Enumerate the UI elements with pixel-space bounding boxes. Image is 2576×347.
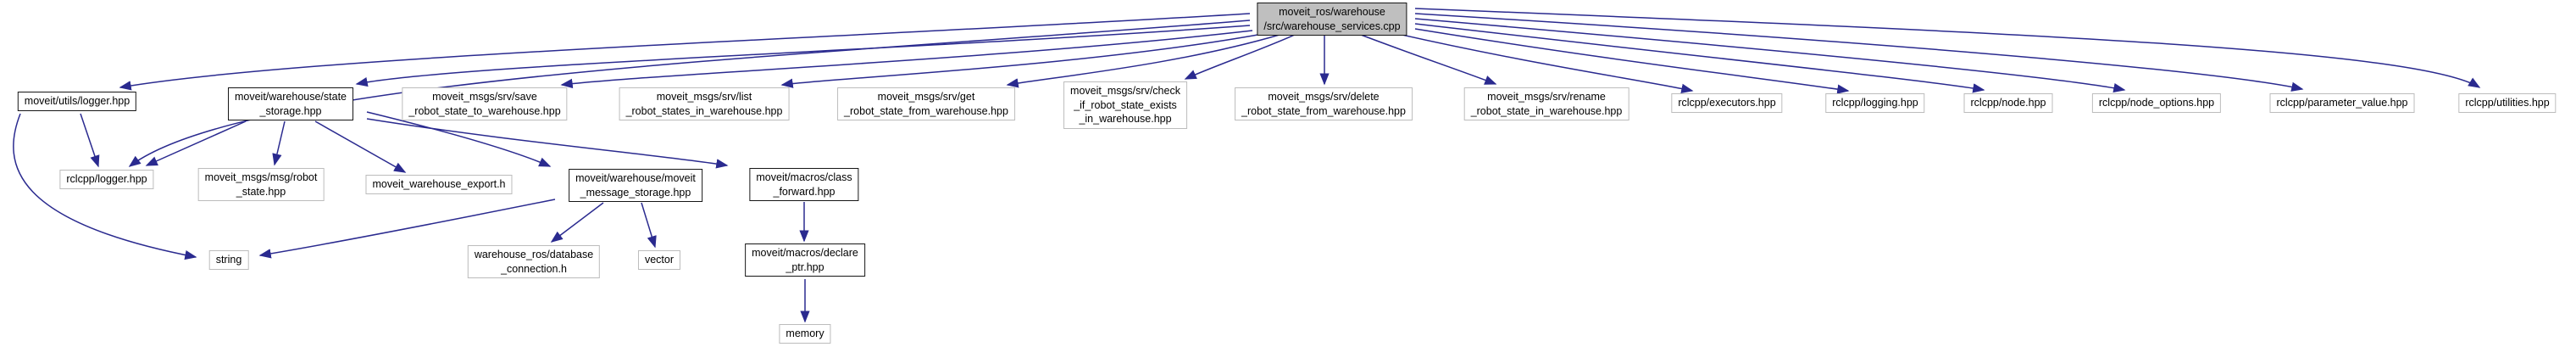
node-moveit-warehouse-state-storage-hpp[interactable]: moveit/warehouse/state _storage.hpp (227, 87, 354, 120)
node-srv-rename-robot-state-in-warehouse-hpp: moveit_msgs/srv/rename _robot_state_in_w… (1463, 87, 1629, 120)
node-moveit-macros-declare-ptr-hpp[interactable]: moveit/macros/declare _ptr.hpp (745, 243, 865, 277)
edge-root-utilities (1414, 8, 2481, 88)
edge-utils-logger-rclcpp-logger (80, 113, 100, 168)
edge-root-parameter-value (1414, 13, 2304, 92)
node-string: string (208, 250, 249, 270)
edge-root-rename (1360, 34, 1497, 85)
edge-state-storage-class-forward (366, 118, 729, 169)
node-msg-robot-state-hpp: moveit_msgs/msg/robot _state.hpp (197, 168, 325, 201)
node-srv-delete-robot-state-from-warehouse-hpp: moveit_msgs/srv/delete _robot_state_from… (1235, 87, 1413, 120)
node-warehouse-ros-database-connection-h: warehouse_ros/database _connection.h (467, 245, 601, 278)
node-srv-check-if-robot-state-exists-in-warehouse-hpp: moveit_msgs/srv/check _if_robot_state_ex… (1063, 81, 1187, 129)
node-moveit-macros-class-forward-hpp[interactable]: moveit/macros/class _forward.hpp (749, 168, 859, 201)
edge-root-check (1184, 34, 1296, 80)
edge-message-storage-vector (641, 202, 657, 249)
node-rclcpp-logging-hpp: rclcpp/logging.hpp (1825, 93, 1925, 113)
node-memory: memory (779, 324, 831, 344)
node-srv-get-robot-state-from-warehouse-hpp: moveit_msgs/srv/get _robot_state_from_wa… (837, 87, 1015, 120)
node-srv-save-robot-state-to-warehouse-hpp: moveit_msgs/srv/save _robot_state_to_war… (402, 87, 568, 120)
node-rclcpp-utilities-hpp: rclcpp/utilities.hpp (2458, 93, 2557, 113)
node-rclcpp-node-options-hpp: rclcpp/node_options.hpp (2091, 93, 2222, 113)
edge-root-utils-logger (119, 13, 1251, 91)
edge-root-node-options (1414, 18, 2126, 93)
node-moveit-warehouse-export-h: moveit_warehouse_export.h (365, 175, 513, 194)
node-rclcpp-executors-hpp: rclcpp/executors.hpp (1671, 93, 1783, 113)
node-moveit-message-storage-hpp[interactable]: moveit/warehouse/moveit _message_storage… (569, 169, 702, 202)
node-warehouse-services-cpp[interactable]: moveit_ros/warehouse /src/warehouse_serv… (1257, 3, 1407, 36)
edge-root-get (1006, 34, 1280, 88)
edge-message-storage-string (258, 199, 556, 259)
edge-root-node (1414, 23, 1985, 93)
edge-root-logging (1414, 28, 1850, 94)
edge-root-save (560, 30, 1253, 89)
edge-root-state-storage (355, 25, 1251, 87)
node-rclcpp-logger-hpp: rclcpp/logger.hpp (59, 170, 154, 189)
node-vector: vector (637, 250, 681, 270)
edge-root-list (780, 33, 1263, 88)
edge-state-storage-robot-state (272, 120, 286, 166)
node-rclcpp-parameter-value-hpp: rclcpp/parameter_value.hpp (2269, 93, 2415, 113)
node-rclcpp-node-hpp: rclcpp/node.hpp (1963, 93, 2053, 113)
edge-root-executors (1397, 33, 1694, 93)
node-moveit-utils-logger-hpp[interactable]: moveit/utils/logger.hpp (17, 92, 137, 111)
edge-root-rclcpp-logger (128, 20, 1251, 167)
edge-state-storage-message-storage (366, 111, 552, 167)
node-srv-list-robot-states-in-warehouse-hpp: moveit_msgs/srv/list _robot_states_in_wa… (619, 87, 790, 120)
edge-message-storage-database-connection (550, 202, 604, 243)
edge-utils-logger-string (13, 113, 197, 260)
edge-state-storage-export (314, 120, 407, 173)
edge-state-storage-rclcpp-logger (145, 120, 247, 166)
